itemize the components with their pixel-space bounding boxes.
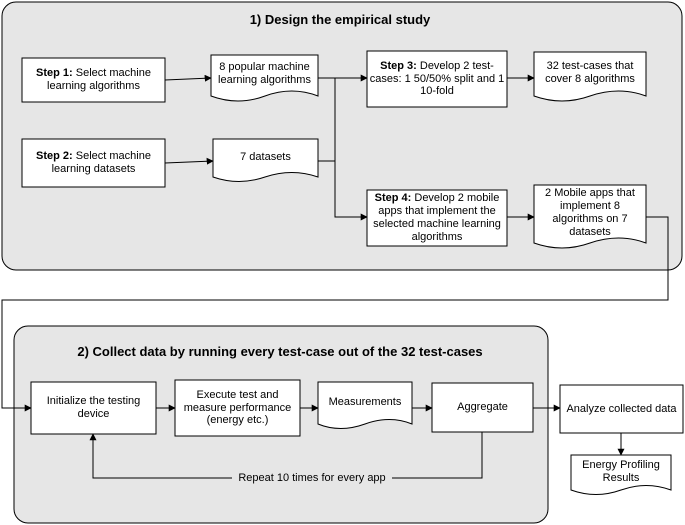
step3-label: Step 3: Develop 2 test-cases: 1 50/50% s… <box>369 51 505 107</box>
init-device-box <box>30 381 157 435</box>
edge-panel1-to-panel2 <box>1 216 669 412</box>
execute-test-box <box>174 379 301 437</box>
step1-prefix: Step 1: <box>36 67 73 80</box>
datasets-document-label: 7 datasets <box>240 150 291 163</box>
testcases-document-label: 32 test-cases that cover 8 algorithms <box>545 60 635 85</box>
design-study-panel <box>1 1 683 271</box>
datasets-document <box>212 138 319 182</box>
measurements-document <box>317 381 413 429</box>
algorithms-document <box>210 54 319 102</box>
execute-test-label: Execute test and measure performance (en… <box>183 388 292 427</box>
measurements-document-label: Measurements <box>328 395 402 408</box>
energy-results-document <box>570 454 672 495</box>
testcases-document <box>533 51 647 102</box>
step2-text: Select machine learning datasets <box>51 150 151 175</box>
aggregate-label: Aggregate <box>457 401 508 414</box>
step3-prefix: Step 3: <box>380 59 417 72</box>
step2-prefix: Step 2: <box>36 150 73 163</box>
repeat-loop-label: Repeat 10 times for every app <box>232 468 392 488</box>
step3-text: Develop 2 test-cases: 1 50/50% split and… <box>369 59 505 98</box>
step1-label: Step 1: Select machine learning algorith… <box>24 58 163 102</box>
aggregate-box <box>431 382 534 433</box>
edge-step2-datasets <box>164 157 214 165</box>
analyze-box <box>559 384 684 434</box>
apps-document-label: 2 Mobile apps that implement 8 algorithm… <box>545 187 635 238</box>
step1-text: Select machine learning algorithms <box>47 67 151 92</box>
step4-label: Step 4: Develop 2 mobile apps that imple… <box>369 190 505 246</box>
apps-document <box>533 184 647 249</box>
step4-text: Develop 2 mobile apps that implement the… <box>373 192 501 243</box>
step1-box <box>21 57 166 103</box>
init-device-label: Initialize the testing device <box>46 395 141 420</box>
design-study-title: 1) Design the empirical study <box>249 11 431 27</box>
step4-prefix: Step 4: <box>374 192 412 205</box>
edge-algorithms-step4 <box>318 77 368 221</box>
analyze-label: Analyze collected data <box>566 402 677 415</box>
step4-box <box>366 189 508 247</box>
step2-label: Step 2: Select machine learning datasets <box>24 139 163 187</box>
edge-step1-algorithms <box>164 74 212 82</box>
collect-data-title: 2) Collect data by running every test-ca… <box>77 343 483 359</box>
energy-results-document-label: Energy Profiling Results <box>582 459 660 484</box>
algorithms-document-label: 8 popular machine learning algorithms <box>218 61 311 86</box>
